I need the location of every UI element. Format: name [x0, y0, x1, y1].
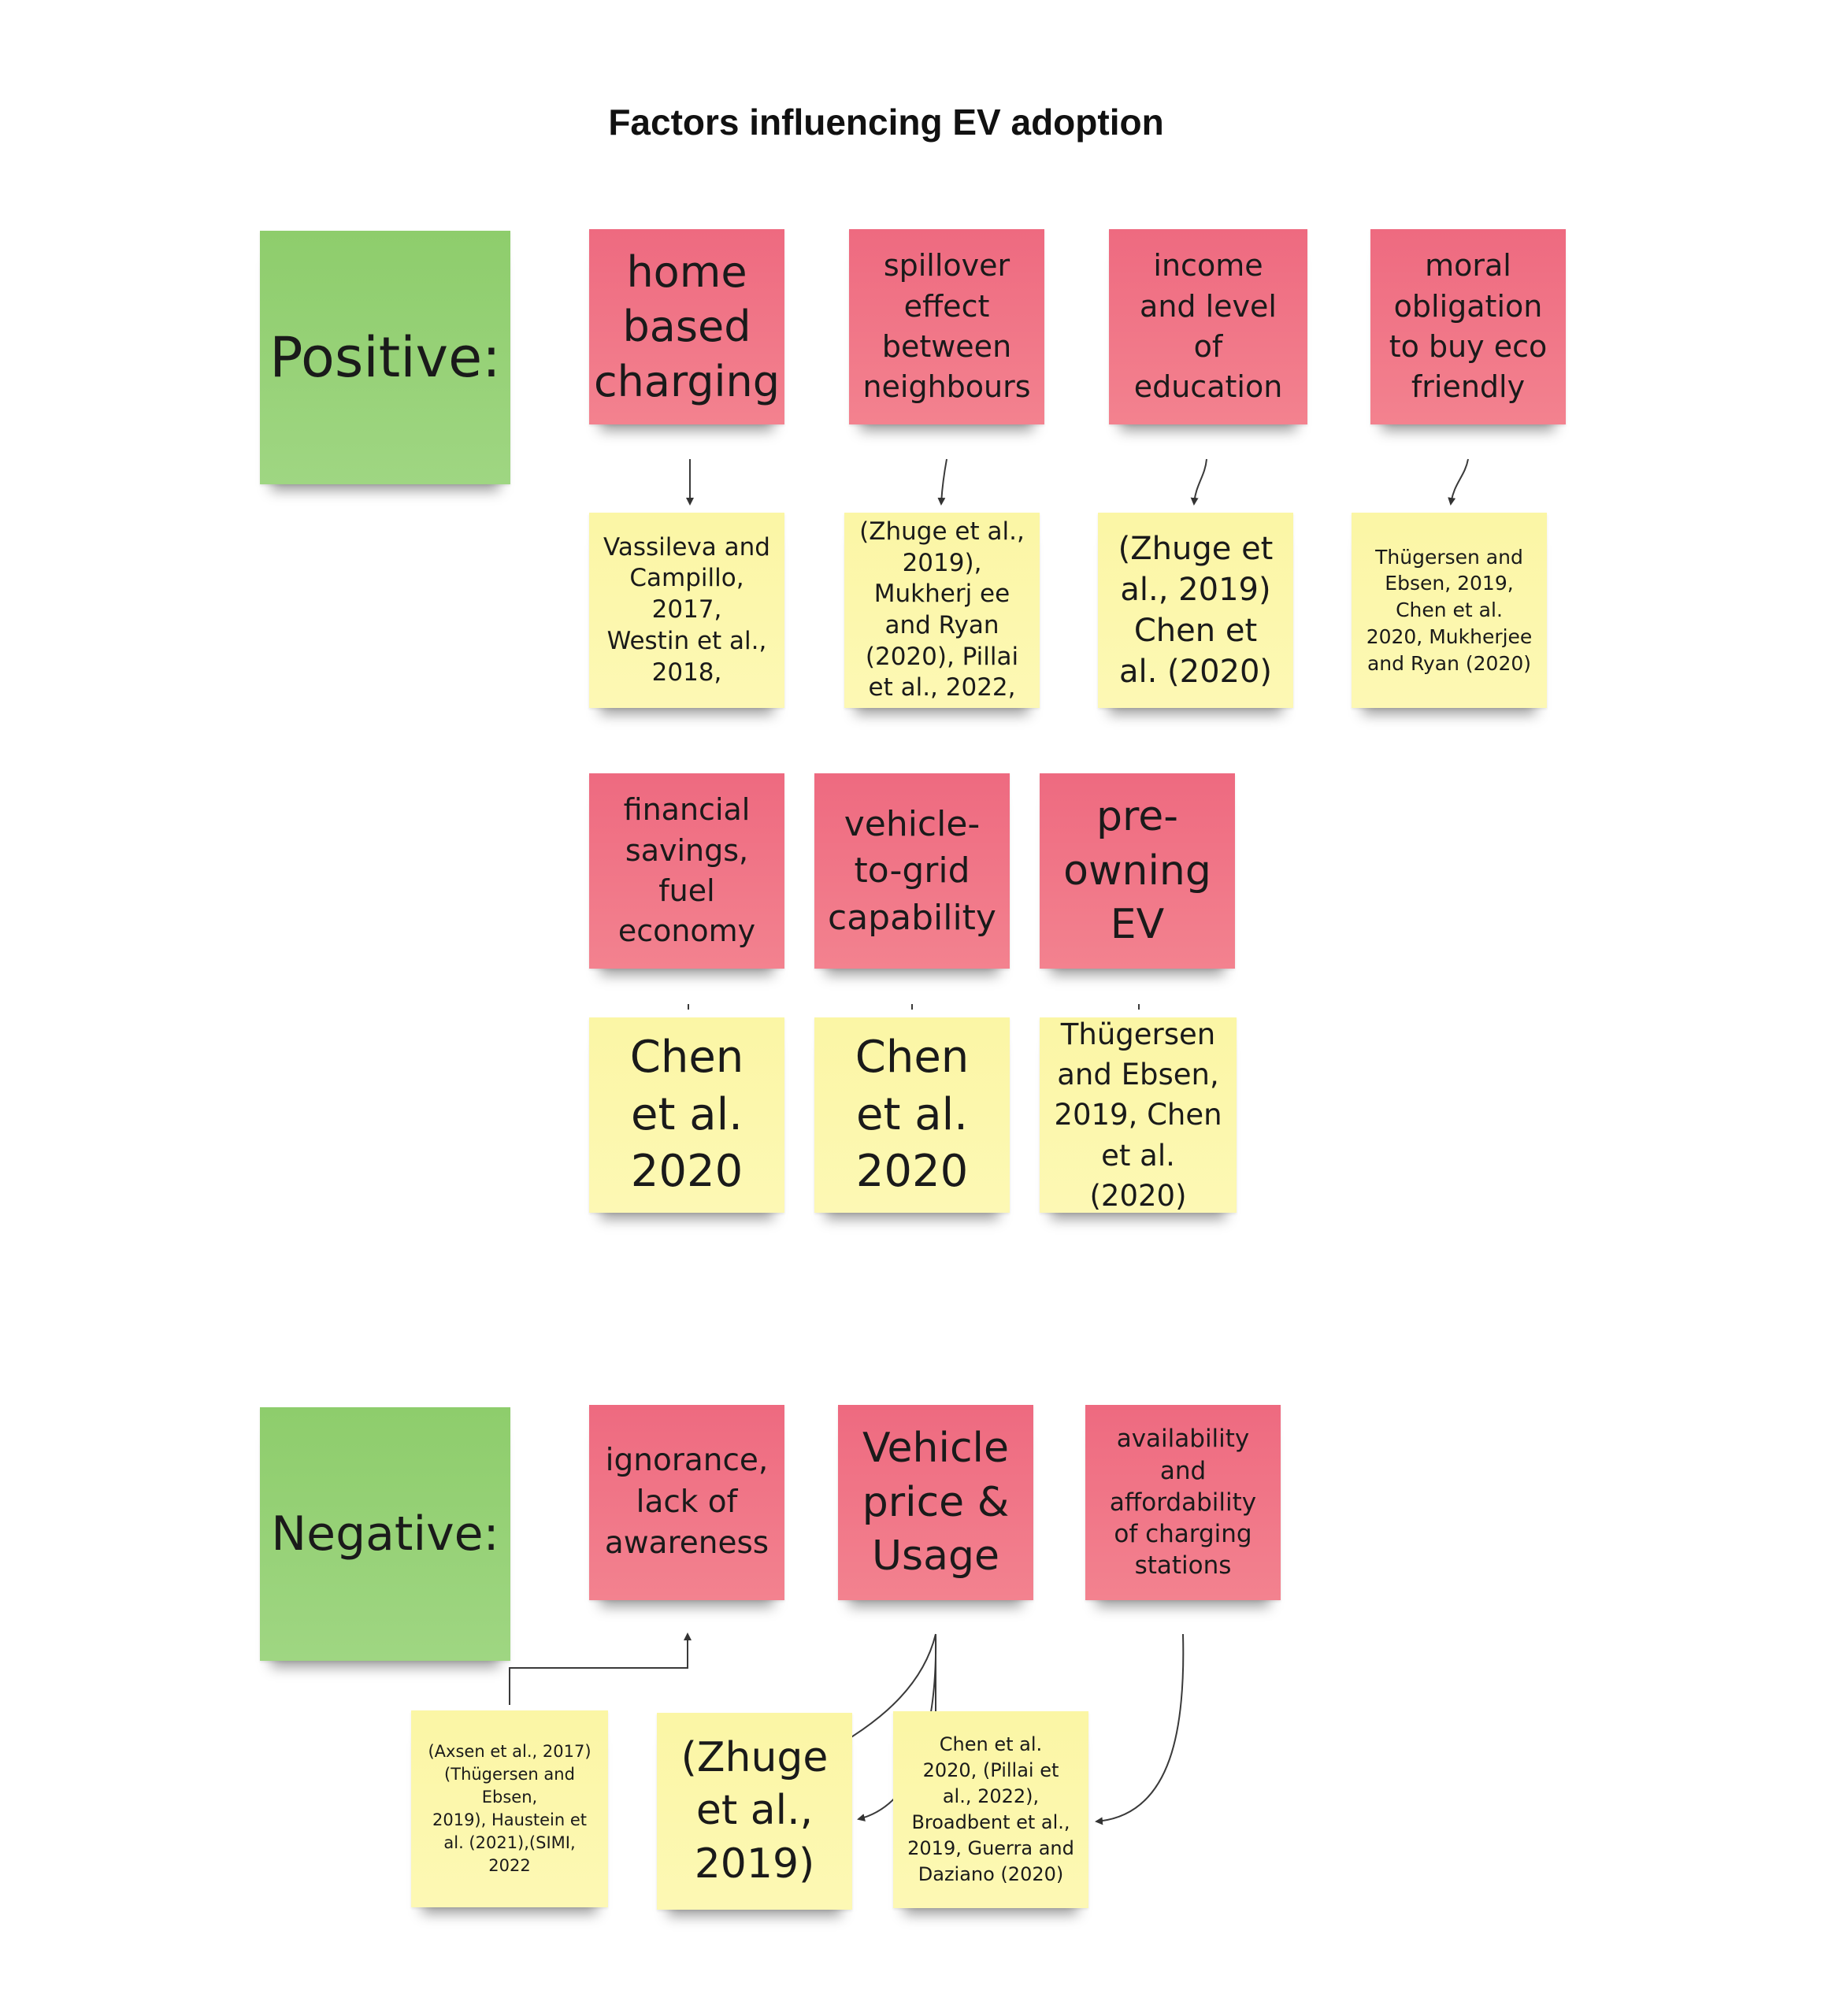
source-text: (Axsen et al., 2017) (Thügersen and Ebse…: [428, 1742, 591, 1875]
source-note-zhuge: (Zhuge et al., 2019): [657, 1713, 852, 1910]
positive-category-note: Positive:: [260, 231, 510, 484]
source-text: (Zhuge et al., 2019) Chen et al. (2020): [1118, 531, 1274, 690]
source-text: Chen et al. 2020, (Pillai et al., 2022),…: [907, 1732, 1074, 1886]
factor-note-home-charging: home based charging: [589, 229, 784, 424]
source-note-moral-obligation: Thügersen and Ebsen, 2019, Chen et al. 2…: [1352, 513, 1547, 708]
source-text: (Zhuge et al., 2019): [680, 1733, 829, 1888]
factor-note-spillover: spillover effect between neighbours: [849, 229, 1044, 424]
factor-text: financial savings, fuel economy: [617, 792, 756, 949]
arrow-moral: [1448, 458, 1469, 506]
factor-note-financial-savings: financial savings, fuel economy: [589, 773, 784, 969]
factor-note-moral-obligation: moral obligation to buy eco friendly: [1370, 229, 1566, 424]
factor-note-vehicle-to-grid: vehicle-to-grid capability: [814, 773, 1010, 969]
source-note-vehicle-to-grid: Chen et al. 2020: [814, 1017, 1010, 1213]
source-note-financial-savings: Chen et al. 2020: [589, 1017, 784, 1213]
factor-note-income: income and level of education: [1109, 229, 1307, 424]
source-note-home-charging: Vassileva and Campillo, 2017, Westin et …: [589, 513, 784, 708]
source-note-pre-owning-ev: Thügersen and Ebsen, 2019, Chen et al. (…: [1040, 1017, 1237, 1213]
factor-note-charging-stations: availability and affordability of chargi…: [1085, 1405, 1281, 1600]
source-text: (Zhuge et al., 2019), Mukherj ee and Rya…: [859, 517, 1025, 702]
factor-text: home based charging: [593, 247, 781, 406]
arrow-ignorance: [509, 1632, 692, 1705]
arrow-charging-stations: [1095, 1633, 1185, 1825]
source-note-income: (Zhuge et al., 2019) Chen et al. (2020): [1098, 513, 1293, 708]
source-note-spillover: (Zhuge et al., 2019), Mukherj ee and Rya…: [844, 513, 1040, 708]
source-text: Thügersen and Ebsen, 2019, Chen et al. 2…: [1366, 545, 1533, 675]
factor-note-ignorance: ignorance, lack of awareness: [589, 1405, 784, 1600]
factor-text: pre-owning EV: [1063, 793, 1211, 949]
source-note-chen-pillai: Chen et al. 2020, (Pillai et al., 2022),…: [893, 1711, 1088, 1908]
positive-category-label: Positive:: [269, 325, 501, 390]
negative-category-note: Negative:: [260, 1407, 510, 1661]
negative-category-label: Negative:: [271, 1506, 499, 1562]
factor-text: moral obligation to buy eco friendly: [1389, 248, 1548, 405]
factor-text: availability and affordability of chargi…: [1109, 1425, 1257, 1581]
factor-text: income and level of education: [1133, 248, 1283, 405]
source-text: Chen et al. 2020: [629, 1031, 744, 1198]
factor-text: vehicle-to-grid capability: [828, 803, 996, 938]
diagram-title: Factors influencing EV adoption: [608, 102, 1164, 143]
factor-text: Vehicle price & Usage: [862, 1425, 1010, 1581]
source-note-ignorance: (Axsen et al., 2017) (Thügersen and Ebse…: [411, 1710, 608, 1907]
arrow-income: [1190, 458, 1207, 506]
source-text: Thügersen and Ebsen, 2019, Chen et al. (…: [1054, 1017, 1222, 1213]
source-text: Chen et al. 2020: [855, 1031, 970, 1198]
factor-note-pre-owning-ev: pre-owning EV: [1040, 773, 1235, 969]
factor-text: spillover effect between neighbours: [862, 248, 1031, 405]
factor-text: ignorance, lack of awareness: [604, 1443, 769, 1562]
arrow-spillover: [937, 458, 947, 506]
source-text: Vassileva and Campillo, 2017, Westin et …: [603, 532, 770, 687]
factor-note-vehicle-price: Vehicle price & Usage: [838, 1405, 1033, 1600]
